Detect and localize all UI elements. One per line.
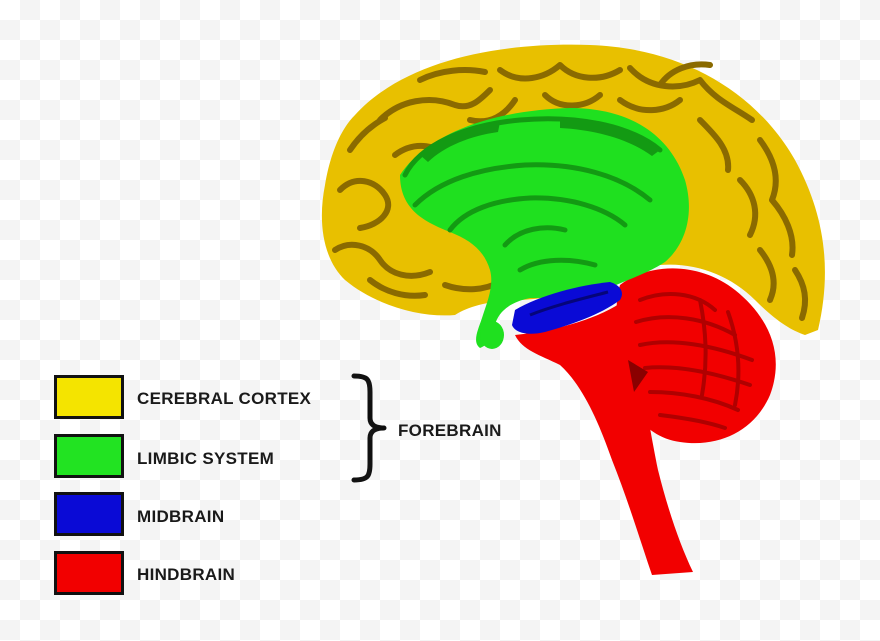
limbic-system-region bbox=[400, 108, 689, 349]
legend-label-hindbrain: HINDBRAIN bbox=[137, 565, 236, 584]
forebrain-bracket bbox=[351, 373, 387, 483]
pituitary bbox=[480, 321, 504, 349]
legend-swatch-cerebral-cortex bbox=[54, 375, 124, 419]
limbic-dark-band bbox=[420, 118, 660, 162]
brainstem bbox=[515, 300, 693, 575]
cortex-folds bbox=[332, 61, 809, 321]
legend-label-cerebral-cortex: CEREBRAL CORTEX bbox=[137, 389, 312, 408]
legend-swatch-limbic-system bbox=[54, 434, 124, 478]
midbrain-region bbox=[512, 282, 622, 334]
fourth-ventricle bbox=[628, 360, 648, 392]
cerebellum-folds bbox=[634, 292, 754, 430]
legend-label-midbrain: MIDBRAIN bbox=[137, 507, 225, 526]
legend-group-label-forebrain: FOREBRAIN bbox=[398, 421, 502, 440]
legend-swatch-midbrain bbox=[54, 492, 124, 536]
midbrain-detail bbox=[529, 290, 609, 317]
legend-label-limbic-system: LIMBIC SYSTEM bbox=[137, 449, 275, 468]
legend-swatch-hindbrain bbox=[54, 551, 124, 595]
hindbrain-region bbox=[515, 268, 776, 575]
